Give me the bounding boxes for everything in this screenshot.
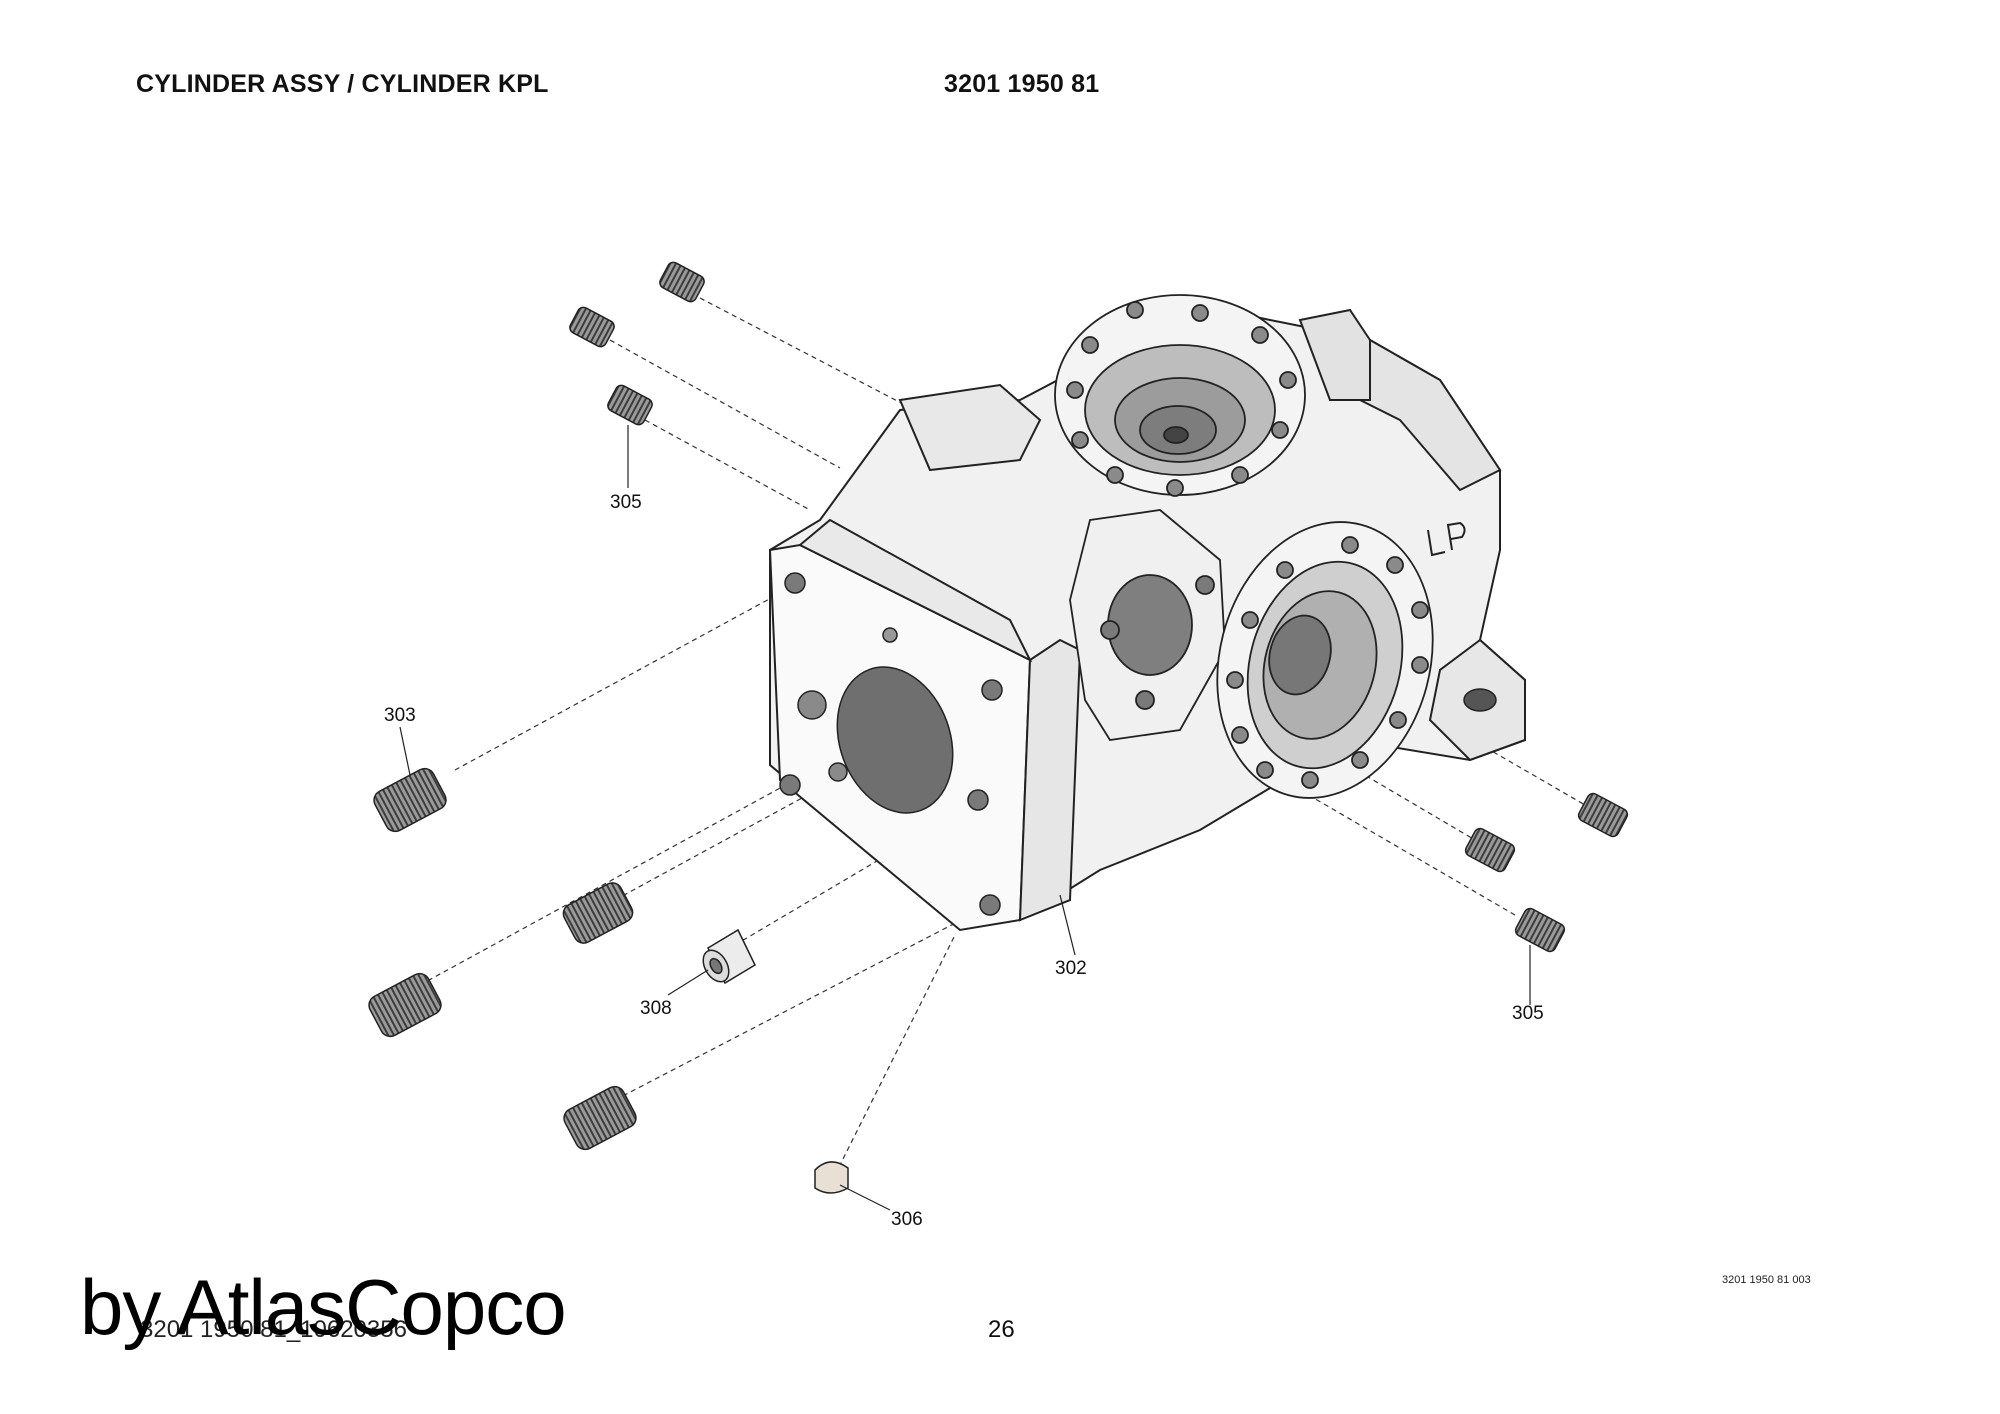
foot-mounting-hole: [1463, 688, 1497, 712]
plug-303: [373, 767, 447, 833]
callout-303: 303: [384, 705, 416, 726]
plug-305-b: [569, 306, 615, 348]
threaded-plugs: [368, 261, 1629, 1151]
drawing-code: 3201 1950 81 003: [1722, 1274, 1811, 1286]
lp-marking: [1427, 521, 1466, 557]
plug-305-right: [1514, 907, 1566, 953]
callout-305-right: 305: [1512, 1003, 1544, 1024]
sleeve-308: [702, 928, 756, 985]
plug-front-4: [563, 1085, 637, 1151]
part-number: 3201 1950 81: [944, 70, 1100, 98]
watermark: by AtlasCopco: [80, 1263, 567, 1351]
document-code: 3201 1950 81_10620356: [140, 1316, 407, 1343]
plug-right-1: [1577, 792, 1629, 838]
page-title: CYLINDER ASSY / CYLINDER KPL: [136, 70, 549, 98]
right-bore-flange: [1216, 521, 1434, 799]
plug-right-2: [1464, 827, 1516, 873]
callout-leaders: [399, 425, 1531, 1211]
front-flange-holes: [779, 572, 1003, 916]
callout-306: 306: [891, 1209, 923, 1230]
top-bore-flange: [1054, 294, 1306, 497]
plug-305-c: [607, 384, 653, 426]
plug-front-3: [368, 972, 442, 1038]
plug-305-a: [659, 261, 705, 303]
callout-305-top: 305: [610, 492, 642, 513]
side-inlet-block: [1069, 509, 1226, 741]
page-number: 26: [988, 1316, 1015, 1343]
callout-302: 302: [1055, 958, 1087, 979]
callout-308: 308: [640, 998, 672, 1019]
cap-306: [814, 1161, 849, 1194]
plug-front-2: [562, 882, 634, 944]
